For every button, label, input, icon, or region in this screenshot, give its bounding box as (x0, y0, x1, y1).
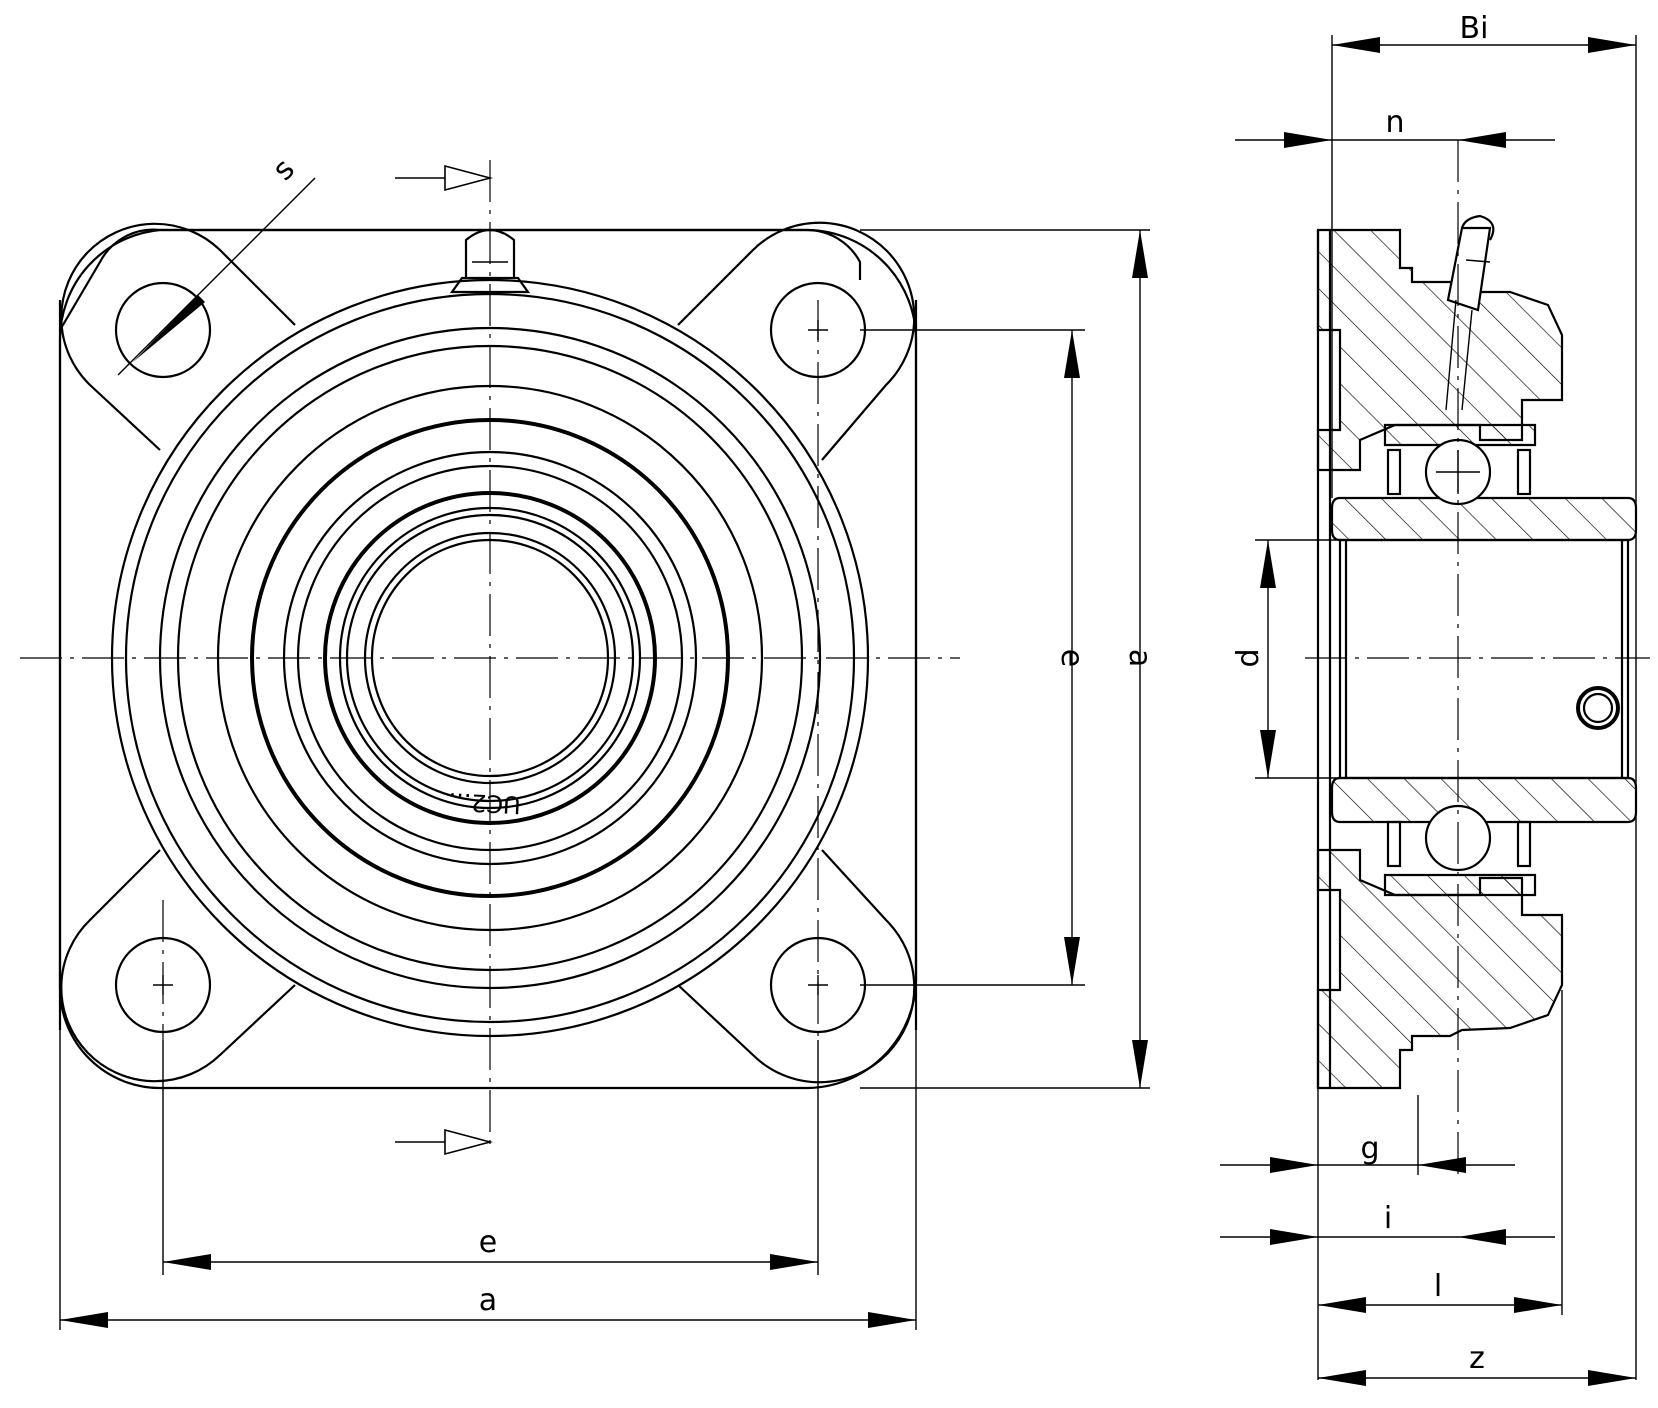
dimension-g: g (1220, 1088, 1515, 1380)
svg-text:z: z (1469, 1341, 1485, 1376)
housing-section-lower (1316, 848, 1564, 1090)
flange-body (58, 228, 918, 1090)
svg-text:a: a (479, 1283, 497, 1318)
bolt-hole-top-left (114, 281, 212, 379)
section-view: Bi n d g (1220, 11, 1650, 1386)
svg-text:d: d (1231, 648, 1266, 667)
dimension-a-vertical: a (860, 229, 1157, 1089)
dimension-s: s (117, 152, 316, 376)
housing-section-upper (1316, 228, 1564, 472)
svg-text:Bi: Bi (1460, 11, 1489, 46)
svg-text:a: a (1122, 649, 1157, 667)
ear-top-left (60, 222, 296, 451)
inner-ring-upper (1330, 496, 1638, 542)
insert-marking-text: UC2... (448, 787, 522, 819)
dimension-bi: Bi (1331, 11, 1637, 1380)
seals (1386, 448, 1532, 868)
svg-text:l: l (1434, 1269, 1442, 1304)
dimension-l: l (1318, 990, 1563, 1315)
dimension-i: i (1220, 1201, 1555, 1245)
svg-text:e: e (1054, 649, 1089, 667)
svg-text:s: s (266, 152, 302, 188)
front-view: UC2... s (20, 152, 1157, 1330)
svg-text:i: i (1384, 1201, 1392, 1236)
section-marker-top (395, 164, 494, 192)
dimension-e-horizontal: e (162, 1040, 819, 1275)
section-marker-bottom (395, 1128, 494, 1156)
ear-bottom-right (677, 849, 916, 1084)
ear-bottom-left (60, 849, 296, 1083)
flange-outline (58, 228, 918, 1030)
set-screw-hole (1576, 686, 1620, 730)
outer-ring-lower (1383, 873, 1537, 897)
dimension-n: n (1235, 105, 1555, 148)
dimension-d: d (1231, 539, 1340, 779)
svg-text:g: g (1360, 1131, 1379, 1166)
outer-ring-upper (1383, 423, 1537, 447)
dimension-z: z (1318, 1341, 1636, 1386)
ear-top-right (677, 221, 916, 461)
svg-text:n: n (1385, 105, 1404, 140)
dimension-a-horizontal: a (59, 1030, 917, 1330)
dimension-e-vertical: e (860, 329, 1089, 986)
bore (1338, 538, 1630, 780)
inner-ring-lower (1330, 776, 1638, 824)
svg-text:e: e (479, 1225, 497, 1260)
